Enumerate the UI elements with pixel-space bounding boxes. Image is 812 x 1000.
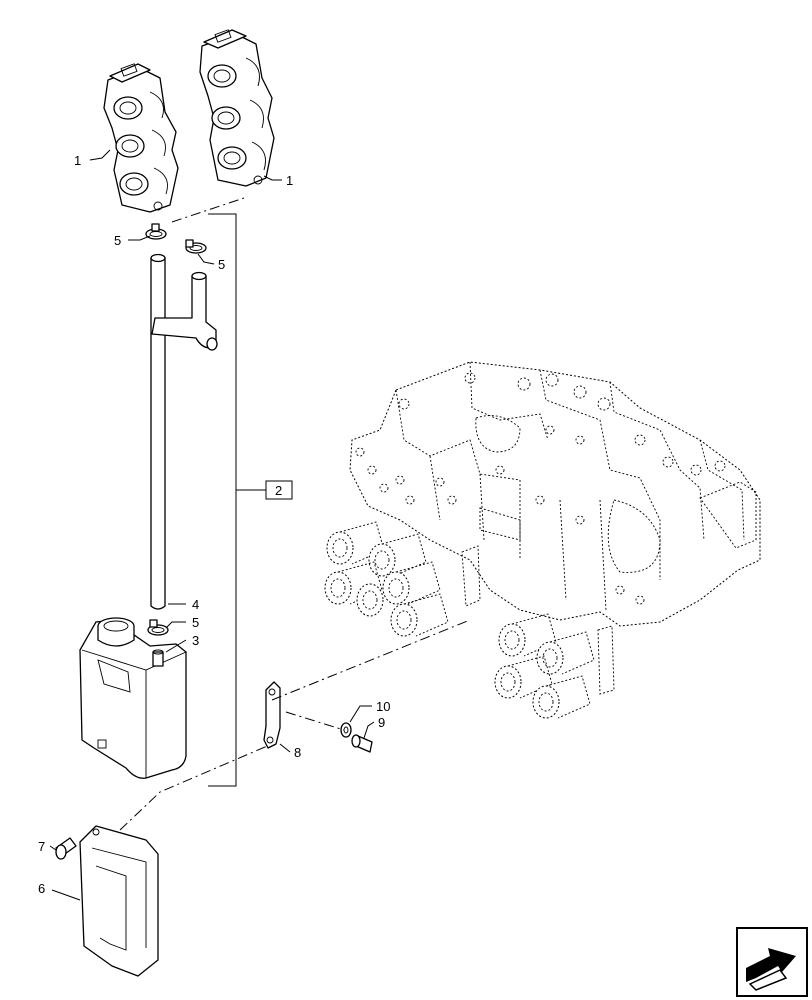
callout-10: 10 (376, 699, 390, 714)
callout-7: 7 (38, 839, 45, 854)
next-page-arrow-icon[interactable] (736, 927, 808, 997)
callout-2: 2 (275, 483, 282, 498)
reservoir-tank (79, 617, 187, 779)
link-line-valve (271, 619, 471, 701)
guard-shield (79, 825, 159, 977)
callout-1-left: 1 (74, 153, 81, 168)
mounting-bracket (263, 681, 281, 749)
washer-10 (340, 722, 352, 738)
coupler-bracket-right (199, 29, 275, 187)
callout-4: 4 (192, 597, 199, 612)
leader-lines (49, 149, 375, 901)
callout-5-lower: 5 (192, 615, 199, 630)
group-bracket-2 (208, 213, 293, 787)
callout-6: 6 (38, 881, 45, 896)
link-line-lower (119, 743, 273, 831)
drain-hose (150, 253, 218, 610)
hose-clamp-upper-left (145, 223, 167, 240)
bolt-7 (55, 837, 77, 860)
callout-3: 3 (192, 633, 199, 648)
bolt-9 (351, 734, 373, 753)
callout-1-right: 1 (286, 173, 293, 188)
callout-5-right: 5 (218, 257, 225, 272)
callout-8: 8 (294, 745, 301, 760)
link-line-top (171, 197, 245, 223)
hose-clamp-upper-right (185, 239, 207, 254)
callout-9: 9 (378, 715, 385, 730)
callout-5-left: 5 (114, 233, 121, 248)
coupler-bracket-left (103, 63, 179, 213)
link-line-bolt (285, 711, 345, 731)
valve-block-assembly (324, 361, 761, 719)
callout-box-2 (265, 480, 293, 500)
hose-clamp-lower (147, 619, 169, 636)
